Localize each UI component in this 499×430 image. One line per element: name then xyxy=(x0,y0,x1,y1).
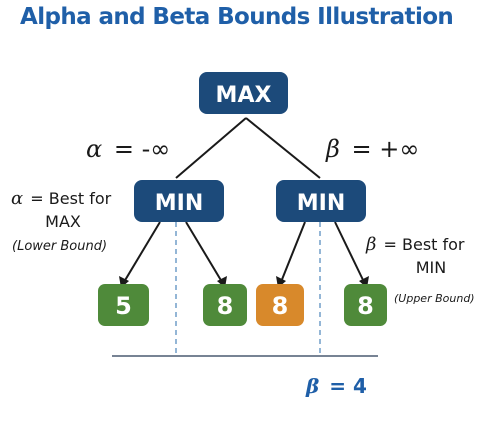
beta-desc-line2: MIN xyxy=(416,258,447,277)
edge-root-min-right xyxy=(245,117,321,179)
leaf-node-1-value: 5 xyxy=(115,292,132,320)
leaf-node-4-value: 8 xyxy=(357,292,374,320)
alpha-desc-line3: (Lower Bound) xyxy=(12,239,107,254)
leaf-node-2-value: 8 xyxy=(217,292,234,320)
leaf-node-3 xyxy=(256,284,304,326)
beta-initial-value: = +∞ xyxy=(352,135,420,163)
min-node-right xyxy=(276,180,366,222)
beta-final-symbol: β xyxy=(305,374,319,398)
diagram-title: Alpha and Beta Bounds Illustration xyxy=(20,4,454,30)
leaf-node-2 xyxy=(203,284,247,326)
leaf-node-3-value: 8 xyxy=(272,292,289,320)
edge-root-min-left xyxy=(175,117,247,179)
max-node xyxy=(199,72,288,114)
beta-desc-symbol: β xyxy=(365,234,376,255)
beta-desc-text: = Best for xyxy=(384,235,465,254)
beta-symbol: β xyxy=(325,135,340,163)
min-node-right-label: MIN xyxy=(297,191,346,216)
edge-min-right-leaf-3 xyxy=(280,221,306,283)
alpha-desc-line2: MAX xyxy=(45,212,81,231)
alpha-initial-value: = -∞ xyxy=(114,135,170,163)
edge-min-left-leaf-2 xyxy=(185,221,223,283)
beta-initial-label: β = +∞ xyxy=(325,135,419,163)
edge-min-right-leaf-4 xyxy=(334,221,365,283)
leaf-node-4 xyxy=(344,284,387,326)
beta-desc-line3: (Upper Bound) xyxy=(394,292,475,305)
beta-final-label: β = 4 xyxy=(305,374,367,398)
beta-final-value: = 4 xyxy=(329,374,367,398)
max-node-label: MAX xyxy=(216,83,272,108)
alpha-desc-text: = Best for xyxy=(30,189,111,208)
alpha-desc-line1: α = Best for xyxy=(11,188,112,209)
alpha-initial-label: α = -∞ xyxy=(86,135,170,163)
alpha-desc-symbol: α xyxy=(11,188,23,209)
beta-desc-line1: β = Best for xyxy=(365,234,465,255)
leaf-node-1 xyxy=(98,284,149,326)
min-node-left-label: MIN xyxy=(155,191,204,216)
edge-min-left-leaf-1 xyxy=(123,221,161,283)
min-node-left xyxy=(134,180,224,222)
alpha-symbol: α xyxy=(86,135,102,163)
